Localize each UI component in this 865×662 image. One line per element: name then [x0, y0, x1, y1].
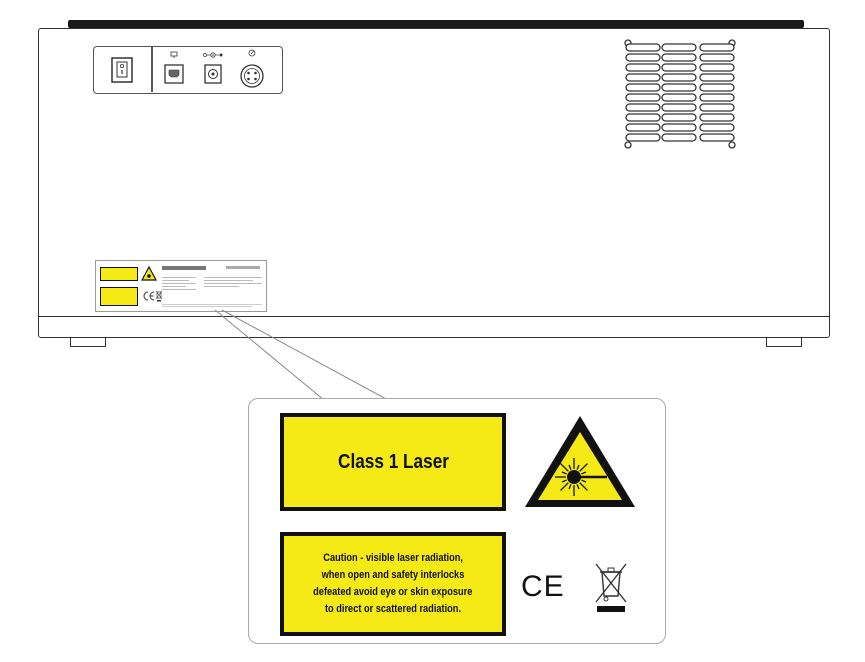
port-panel-divider [151, 47, 153, 92]
vent-slot [661, 43, 697, 52]
vent-slot [625, 133, 661, 142]
vent-slot [661, 83, 697, 92]
device-foot-right [766, 338, 802, 347]
vent-slot [661, 73, 697, 82]
vent-slot [625, 73, 661, 82]
vent-slot [699, 123, 735, 132]
small-class-label [100, 267, 138, 281]
small-caution-label [100, 287, 138, 306]
laser-warning-triangle-icon [525, 416, 635, 507]
device-foot-left [70, 338, 106, 347]
vent-slot [625, 93, 661, 102]
small-ce-weee-icons [143, 290, 163, 302]
vent-slot [699, 103, 735, 112]
vent-slot [661, 133, 697, 142]
vent-slot [661, 113, 697, 122]
vent-slot [661, 103, 697, 112]
air-pump-connector-icon[interactable] [236, 49, 268, 91]
class-1-laser-text: Class 1 Laser [337, 450, 449, 473]
vent-slot [625, 113, 661, 122]
vent-slot [625, 123, 661, 132]
sunburst-ray [568, 464, 572, 470]
small-brand-mark [162, 266, 206, 270]
small-spec-text-block-1 [162, 275, 196, 299]
caution-line-4: to direct or scattered radiation. [324, 603, 462, 615]
sunburst-ray [579, 482, 588, 491]
vent-slot [699, 43, 735, 52]
sunburst-ray [579, 463, 588, 472]
device-base-trim [38, 316, 830, 338]
sunburst-ray [561, 471, 567, 475]
sunburst-ray [576, 464, 580, 470]
sunburst-ray [568, 484, 572, 490]
small-model-mark [226, 266, 260, 269]
vent-slot [699, 133, 735, 142]
usb-port-icon[interactable] [162, 51, 186, 89]
vent-slot [625, 53, 661, 62]
caution-line-1: Caution - visible laser radiation, [323, 552, 463, 564]
small-footnote-text [162, 303, 262, 309]
vent-slot [699, 83, 735, 92]
vent-slot [699, 73, 735, 82]
vent-slot [699, 63, 735, 72]
class-1-laser-label: Class 1 Laser [280, 413, 506, 511]
dc-power-jack-icon[interactable] [199, 51, 227, 89]
sunburst-ray [561, 479, 567, 483]
vent-slot [625, 43, 661, 52]
port-panel [93, 46, 283, 94]
vent-slot [661, 123, 697, 132]
vent-slot [661, 53, 697, 62]
sunburst-ray [581, 471, 587, 475]
device-top-rim [68, 20, 804, 28]
sunburst-ray [560, 463, 569, 472]
caution-line-2: when open and safety interlocks [321, 569, 465, 581]
weee-crossed-bin-icon [595, 563, 627, 612]
vent-slot [661, 93, 697, 102]
vent-slot [625, 63, 661, 72]
sunburst-ray [560, 482, 569, 491]
small-spec-text-block-2 [204, 275, 262, 299]
vent-slot [625, 103, 661, 112]
device-rating-label [95, 260, 267, 312]
vent-slot [699, 113, 735, 122]
vent-slot [661, 63, 697, 72]
caution-radiation-label: Caution - visible laser radiation, when … [280, 532, 506, 636]
small-warning-triangle-icon [141, 266, 157, 281]
vent-slot [699, 93, 735, 102]
vent-grille [624, 39, 736, 149]
caution-line-3: defeated avoid eye or skin exposure [313, 586, 473, 598]
sunburst-ray [581, 479, 587, 483]
vent-slot [625, 83, 661, 92]
power-switch-icon[interactable] [111, 57, 133, 83]
sunburst-ray [576, 484, 580, 490]
ce-mark: CE [521, 570, 565, 603]
vent-slot [699, 53, 735, 62]
